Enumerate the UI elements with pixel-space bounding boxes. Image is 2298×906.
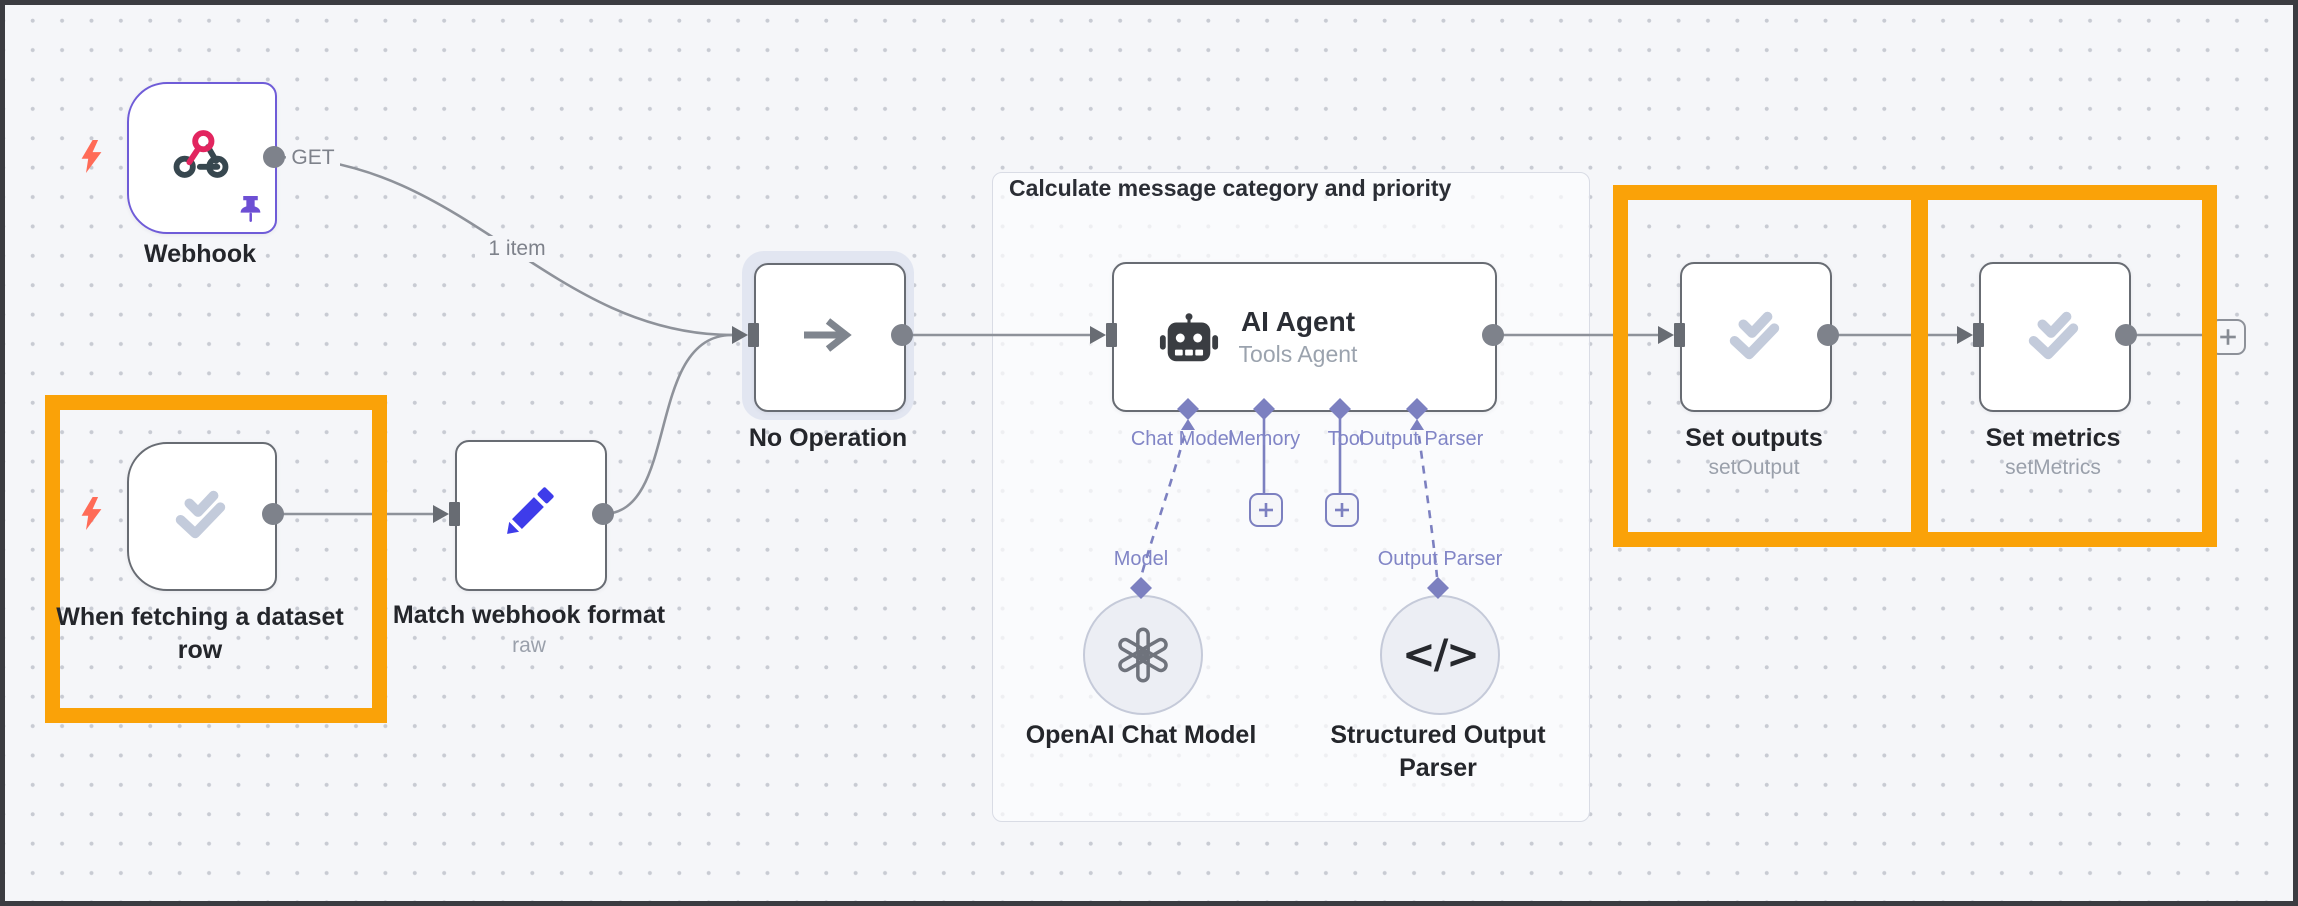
port-label-model: Model	[1113, 548, 1169, 570]
node-openai-chat-model[interactable]	[1083, 595, 1203, 715]
add-memory-button[interactable]	[1249, 493, 1283, 527]
node-label-set-outputs: Set outputs	[1685, 424, 1823, 452]
node-label-webhook: Webhook	[143, 240, 257, 268]
webhook-icon	[173, 130, 229, 178]
node-set-outputs[interactable]	[1680, 262, 1832, 412]
plus-icon	[2220, 329, 2236, 345]
code-brackets-icon: </>	[1402, 632, 1480, 678]
node-sublabel-set-metrics: setMetrics	[2005, 456, 2101, 479]
pencil-icon	[507, 487, 554, 534]
robot-icon	[1159, 313, 1219, 362]
node-title-ai-agent: AI Agent	[1240, 306, 1356, 337]
arrow-right-icon	[804, 318, 852, 352]
highlight-box-set-outputs	[1613, 185, 1926, 547]
node-structured-output-parser[interactable]: </>	[1380, 595, 1500, 715]
edge-label-get: GET	[286, 145, 340, 171]
port-label-output-parser-sub: Output Parser	[1377, 548, 1503, 570]
group-title: Calculate message category and priority	[1009, 175, 1452, 201]
double-check-icon	[175, 490, 226, 539]
edge-label-one-item: 1 item	[475, 236, 559, 262]
plus-icon	[1335, 503, 1349, 517]
port-label-tool: Tool	[1327, 428, 1365, 450]
node-label-set-metrics: Set metrics	[1985, 424, 2121, 452]
node-label-when-fetching: When fetching a dataset row	[56, 603, 344, 664]
highlight-box-when-fetching	[45, 395, 387, 723]
node-sublabel-set-outputs: setOutput	[1708, 456, 1800, 479]
node-label-openai: OpenAI Chat Model	[1025, 721, 1257, 749]
plus-icon	[1259, 503, 1273, 517]
node-when-fetching-dataset-row[interactable]	[127, 442, 277, 591]
pin-icon	[240, 196, 261, 222]
workflow-canvas[interactable]: Calculate message category and priority	[5, 5, 2293, 901]
double-check-icon	[1729, 311, 1780, 360]
node-label-noop: No Operation	[748, 424, 908, 452]
trigger-bolt-icon	[81, 497, 102, 530]
node-sublabel-match: raw	[512, 634, 546, 657]
port-label-output-parser: Output Parser	[1358, 428, 1484, 450]
node-set-metrics[interactable]	[1979, 262, 2131, 412]
highlight-box-set-metrics	[1913, 185, 2217, 547]
add-tool-button[interactable]	[1325, 493, 1359, 527]
openai-logo-icon	[1118, 627, 1168, 683]
double-check-icon	[2028, 311, 2079, 360]
node-subtitle-ai-agent: Tools Agent	[1238, 341, 1358, 367]
node-label-match: Match webhook format	[392, 601, 666, 629]
node-label-parser: Structured Output Parser	[1330, 721, 1546, 782]
trigger-bolt-icon	[81, 140, 102, 173]
